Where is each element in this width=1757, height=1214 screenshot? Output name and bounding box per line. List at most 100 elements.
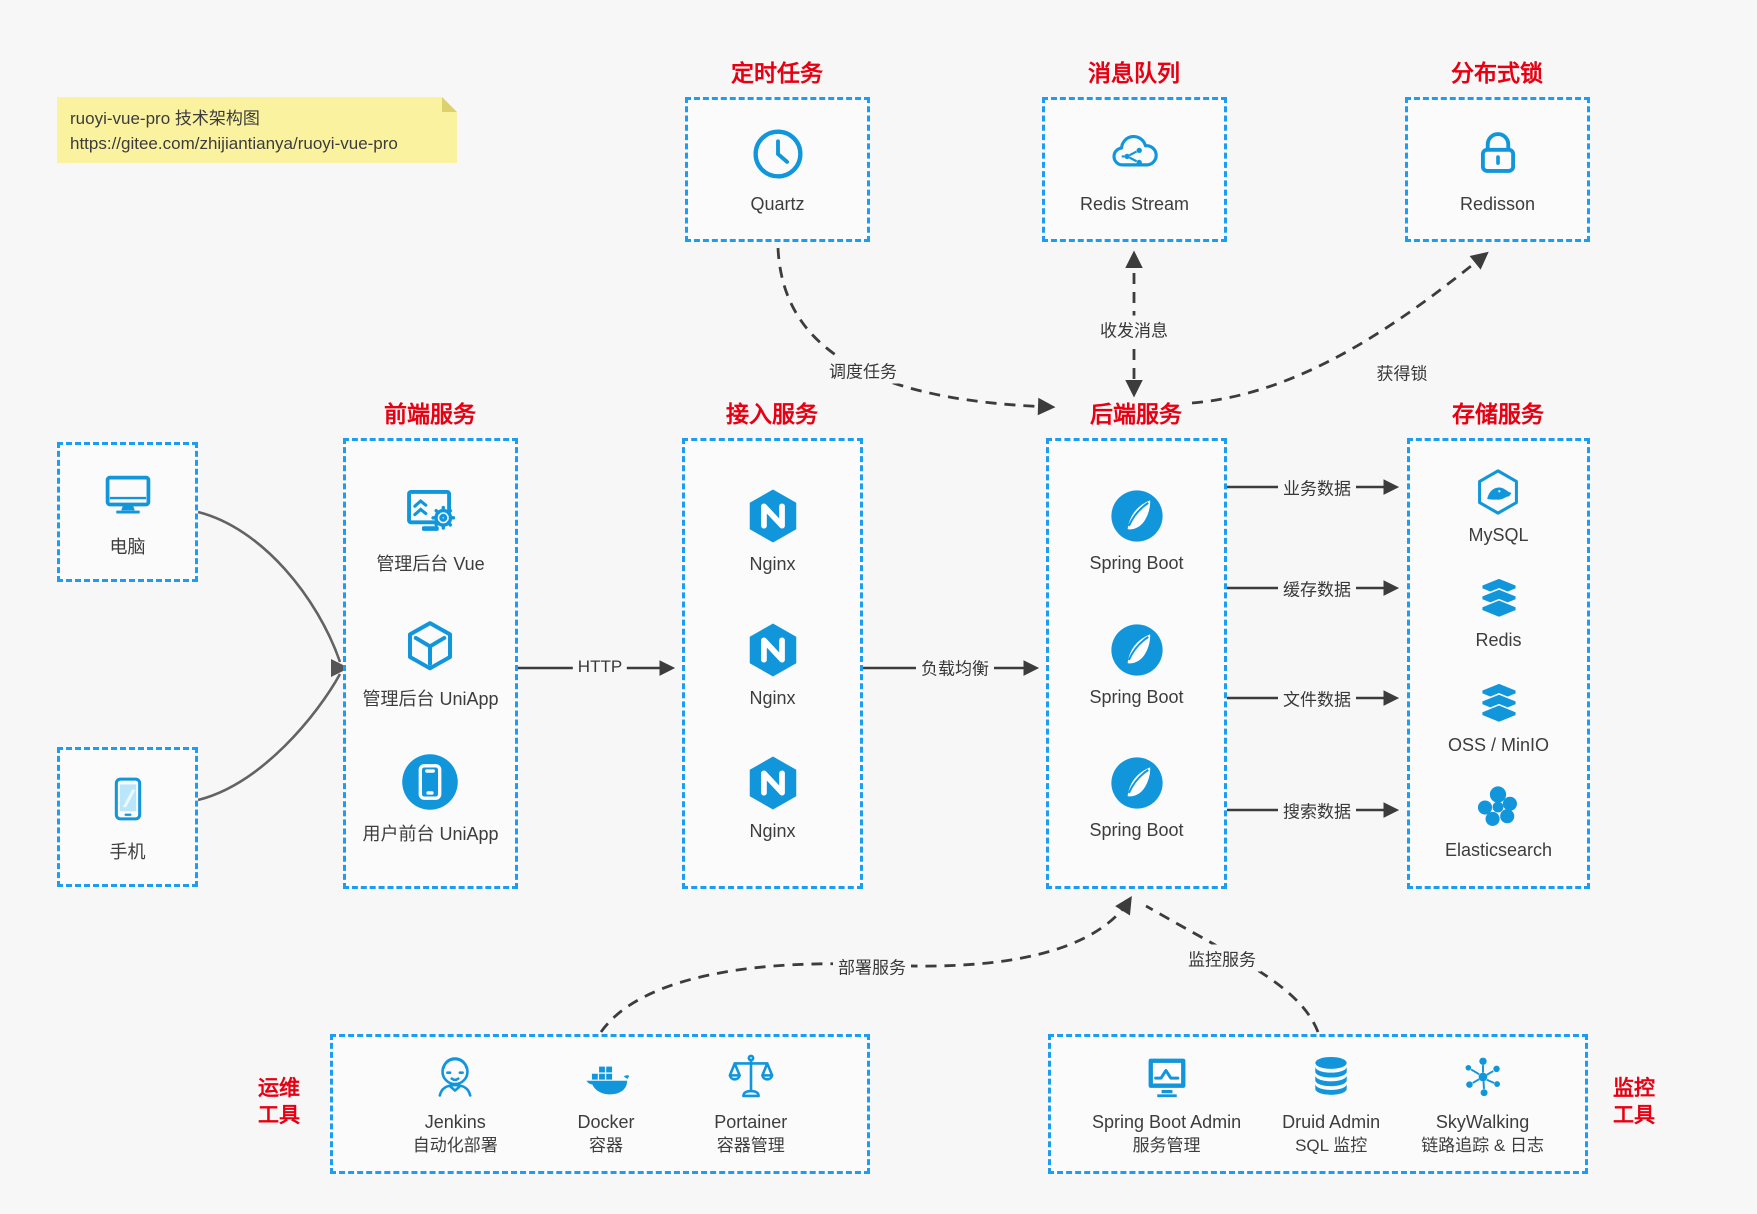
frontend-node-vue: 管理后台 Vue	[376, 481, 485, 576]
item-label: Spring Boot	[1089, 553, 1184, 574]
storage-box: MySQL Redis OSS / MinIO Elasticsearch	[1407, 438, 1590, 889]
edge-label-biz-data: 业务数据	[1278, 473, 1356, 501]
spring-leaf-icon	[1107, 753, 1167, 813]
ops-node-docker: Docker 容器	[577, 1051, 634, 1157]
group-title-gateway: 接入服务	[726, 401, 818, 427]
item-desc: 容器管理	[716, 1136, 785, 1155]
item-label: Spring Boot	[1089, 686, 1184, 707]
edge-label-file-data: 文件数据	[1278, 684, 1356, 712]
gateway-node: Nginx	[742, 752, 804, 842]
scheduler-box: Quartz	[685, 97, 870, 242]
item-label: Redisson	[1459, 193, 1536, 214]
desktop-icon	[100, 466, 156, 522]
item-name: Jenkins	[424, 1112, 486, 1132]
edge-label-message: 收发消息	[1095, 315, 1173, 343]
item-label: 管理后台 UniApp	[362, 689, 499, 709]
nginx-hexagon-icon	[742, 752, 804, 814]
group-title-mq: 消息队列	[1088, 60, 1180, 86]
user-app-circle-icon	[399, 751, 461, 813]
ops-node-jenkins: Jenkins 自动化部署	[413, 1051, 498, 1157]
item-name: Docker	[577, 1112, 635, 1132]
jenkins-butler-icon	[429, 1051, 481, 1103]
note-title: ruoyi-vue-pro 技术架构图	[70, 109, 260, 128]
edge-label-monitor: 监控服务	[1183, 944, 1261, 972]
ops-tools-label: 运维工具	[258, 1077, 300, 1127]
admin-monitor-gear-icon	[400, 481, 462, 543]
monitoring-node-skywalking: SkyWalking 链路追踪 & 日志	[1421, 1051, 1544, 1157]
item-label: Nginx	[749, 821, 796, 842]
group-title-storage: 存储服务	[1452, 401, 1544, 427]
gateway-box: Nginx Nginx Nginx	[682, 438, 863, 889]
frontend-node-user-uniapp: 用户前台 UniApp	[362, 751, 499, 846]
group-title-scheduler: 定时任务	[731, 60, 823, 86]
ops-tools-box: Jenkins 自动化部署 Docker 容器 Portainer 容器管理	[330, 1034, 870, 1174]
edge-label-search-data: 搜索数据	[1278, 796, 1356, 824]
edge-label-schedule: 调度任务	[824, 356, 902, 384]
storage-node-redis: Redis	[1473, 571, 1525, 651]
gateway-node: Nginx	[742, 619, 804, 709]
scales-icon	[725, 1051, 777, 1103]
cloud-share-icon	[1106, 125, 1164, 183]
edge-label-http: HTTP	[572, 656, 628, 678]
edge-label-acquire-lock: 获得锁	[1371, 358, 1433, 386]
edge-acquire-lock	[1191, 251, 1489, 405]
edge-schedule	[776, 247, 1056, 416]
monitoring-tools-label: 监控工具	[1613, 1077, 1655, 1127]
item-desc: 服务管理	[1132, 1136, 1201, 1155]
item-label: MySQL	[1468, 525, 1529, 545]
item-label: Redis Stream	[1079, 193, 1190, 214]
edge-pc-to-frontend	[197, 510, 342, 663]
edge-label-load-balance: 负载均衡	[916, 653, 994, 681]
item-label: OSS / MinIO	[1447, 735, 1550, 755]
client-pc-box: 电脑	[57, 442, 198, 582]
item-label: 电脑	[109, 536, 146, 557]
mysql-dolphin-icon	[1472, 466, 1524, 518]
item-label: 用户前台 UniApp	[362, 824, 499, 844]
group-title-backend: 后端服务	[1090, 401, 1182, 427]
storage-node-oss: OSS / MinIO	[1448, 676, 1549, 756]
item-desc: SQL 监控	[1295, 1136, 1368, 1155]
item-name: SkyWalking	[1435, 1112, 1530, 1132]
monitoring-tools-box: Spring Boot Admin 服务管理 Druid Admin SQL 监…	[1048, 1034, 1588, 1174]
item-label: 手机	[109, 841, 146, 862]
monitoring-node-druid: Druid Admin SQL 监控	[1282, 1051, 1380, 1157]
sticky-note: ruoyi-vue-pro 技术架构图 https://gitee.com/zh…	[57, 97, 457, 163]
item-label: Quartz	[750, 193, 805, 214]
group-title-lock: 分布式锁	[1451, 60, 1543, 86]
note-url: https://gitee.com/zhijiantianya/ruoyi-vu…	[70, 134, 398, 153]
item-label: 管理后台 Vue	[376, 554, 485, 574]
edge-label-cache-data: 缓存数据	[1278, 574, 1356, 602]
edge-label-deploy: 部署服务	[833, 952, 911, 980]
spring-leaf-icon	[1107, 486, 1167, 546]
cluster-blobs-icon	[1472, 781, 1524, 833]
spring-leaf-icon	[1107, 620, 1167, 680]
item-name: Druid Admin	[1282, 1112, 1381, 1132]
frontend-box: 管理后台 Vue 管理后台 UniApp 用户前台 UniApp	[343, 438, 518, 889]
edge-phone-to-frontend	[197, 673, 342, 802]
smartphone-icon	[100, 771, 156, 827]
ops-node-portainer: Portainer 容器管理	[714, 1051, 787, 1157]
mq-box: Redis Stream	[1042, 97, 1227, 242]
docker-whale-icon	[580, 1051, 632, 1103]
item-desc: 自动化部署	[412, 1136, 498, 1155]
item-desc: 容器	[588, 1136, 623, 1155]
monitor-chart-icon	[1141, 1051, 1193, 1103]
client-phone-box: 手机	[57, 747, 198, 887]
backend-node: Spring Boot	[1089, 620, 1184, 708]
note-fold-corner	[442, 97, 457, 112]
storage-node-es: Elasticsearch	[1445, 781, 1552, 861]
layer-stack-icon	[1473, 571, 1525, 623]
layer-stack-icon	[1473, 676, 1525, 728]
backend-box: Spring Boot Spring Boot Spring Boot	[1046, 438, 1227, 889]
item-name: Portainer	[714, 1112, 788, 1132]
padlock-icon	[1469, 125, 1527, 183]
node-graph-icon	[1457, 1051, 1509, 1103]
item-label: Spring Boot	[1089, 819, 1184, 840]
item-label: Redis	[1475, 630, 1522, 650]
item-label: Nginx	[749, 553, 796, 574]
backend-node: Spring Boot	[1089, 753, 1184, 841]
monitoring-node-sba: Spring Boot Admin 服务管理	[1092, 1051, 1241, 1157]
group-title-frontend: 前端服务	[384, 401, 476, 427]
clock-icon	[749, 125, 807, 183]
